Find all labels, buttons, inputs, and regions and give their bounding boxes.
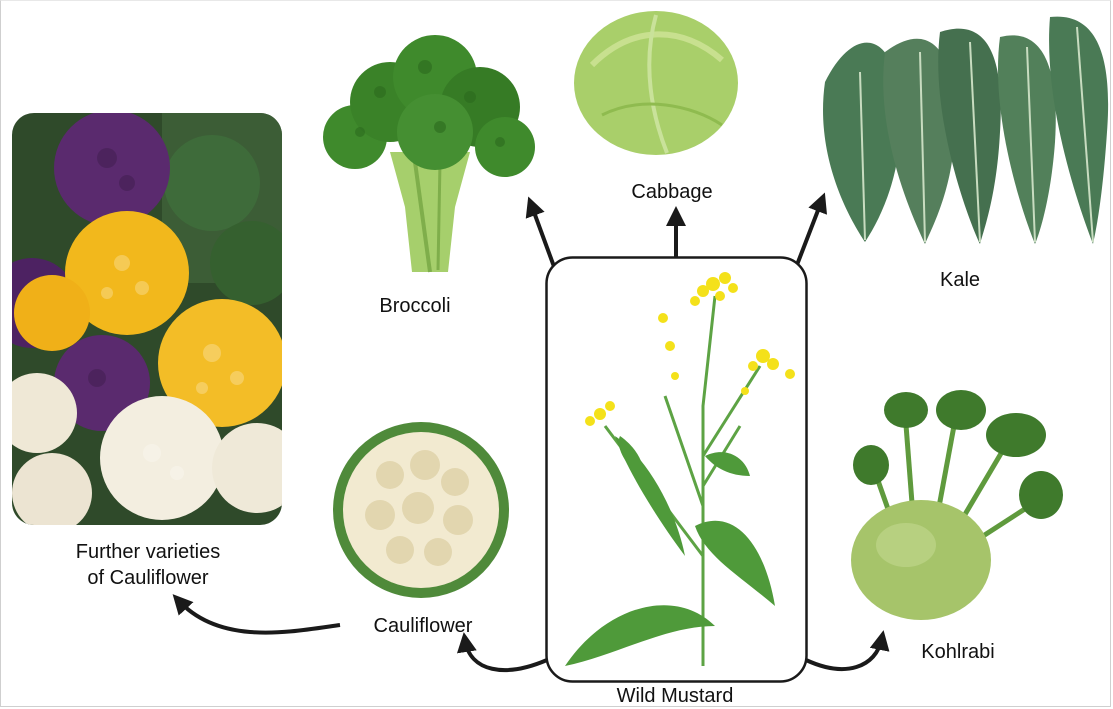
further-varieties-label-line2: of Cauliflower [48,566,248,590]
arrow-to-cauliflower [465,640,547,670]
kale-label: Kale [915,268,1005,292]
further-varieties-label-line1: Further varieties [48,540,248,564]
broccoli-label: Broccoli [355,294,475,318]
cauliflower-image [330,420,512,600]
arrow-to-further-varieties [178,600,340,633]
cabbage-image [572,5,740,157]
kale-image [815,12,1113,245]
kohlrabi-label: Kohlrabi [898,640,1018,664]
kohlrabi-image [846,385,1066,625]
further-varieties-image [12,113,282,525]
cauliflower-label: Cauliflower [353,614,493,638]
wild-mustard-label: Wild Mustard [590,684,760,708]
arrow-to-kohlrabi [806,638,882,669]
cabbage-label: Cabbage [612,180,732,204]
broccoli-image [320,32,535,277]
wild-mustard-image [545,256,808,683]
